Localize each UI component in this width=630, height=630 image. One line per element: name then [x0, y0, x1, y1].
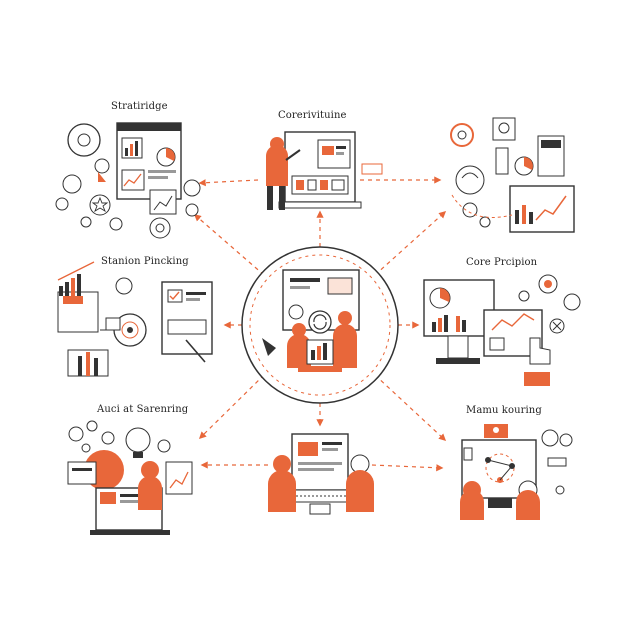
person-icon: [292, 323, 306, 337]
user-icon: [183, 179, 201, 197]
label-bottom-right: Mamu kouring: [466, 405, 542, 416]
node-bottom-right: [460, 424, 573, 520]
node-mid-right: [423, 274, 581, 386]
clock-icon: [492, 117, 516, 141]
node-bottom-center: [268, 433, 374, 515]
gear-icon: [450, 123, 474, 147]
label-bottom-left: Auci at Sarenring: [97, 404, 189, 415]
node-bottom-left: [67, 420, 193, 535]
label-mid-left: Stanion Pincking: [101, 256, 189, 267]
gear-icon: [94, 158, 110, 174]
node-top-center: [266, 131, 383, 210]
chart-panel: [509, 185, 575, 233]
connector-top-center-to-top-left: [198, 179, 259, 187]
rocket-icon: [98, 172, 106, 182]
person-icon: [338, 311, 352, 325]
refresh-icon: [115, 277, 133, 295]
gear-icon: [67, 123, 101, 157]
center-cycle-icon: [308, 310, 332, 334]
connector-center-to-bottom-right: [374, 374, 447, 441]
node-top-left: [55, 122, 201, 239]
chat-bubble-icon: [361, 163, 383, 175]
brain-icon: [455, 165, 485, 195]
label-top-center: Corerivituine: [278, 110, 347, 121]
check-icon: [169, 291, 180, 301]
node-center: [241, 246, 399, 404]
gear-icon: [288, 304, 304, 320]
person-icon: [141, 461, 159, 479]
node-mid-left: [57, 261, 213, 377]
gear-icon: [541, 429, 559, 447]
connector-bottom-center-to-bottom-right: [371, 464, 444, 472]
globe-icon: [62, 174, 82, 194]
node-top-right: [450, 117, 575, 233]
connector-center-to-bottom-left: [198, 374, 265, 440]
connector-center-to-top-right: [374, 211, 447, 276]
hand-cursor-icon: [529, 337, 551, 365]
connector-center-to-top-left: [193, 214, 265, 276]
person-icon: [273, 455, 291, 473]
lightbulb-icon: [125, 427, 151, 453]
label-top-left: Stratiridge: [111, 101, 168, 112]
pen-icon: [185, 339, 206, 363]
gear-icon: [149, 217, 171, 239]
label-mid-right: Core Prcipion: [466, 257, 538, 268]
connector-lines: [193, 176, 447, 472]
